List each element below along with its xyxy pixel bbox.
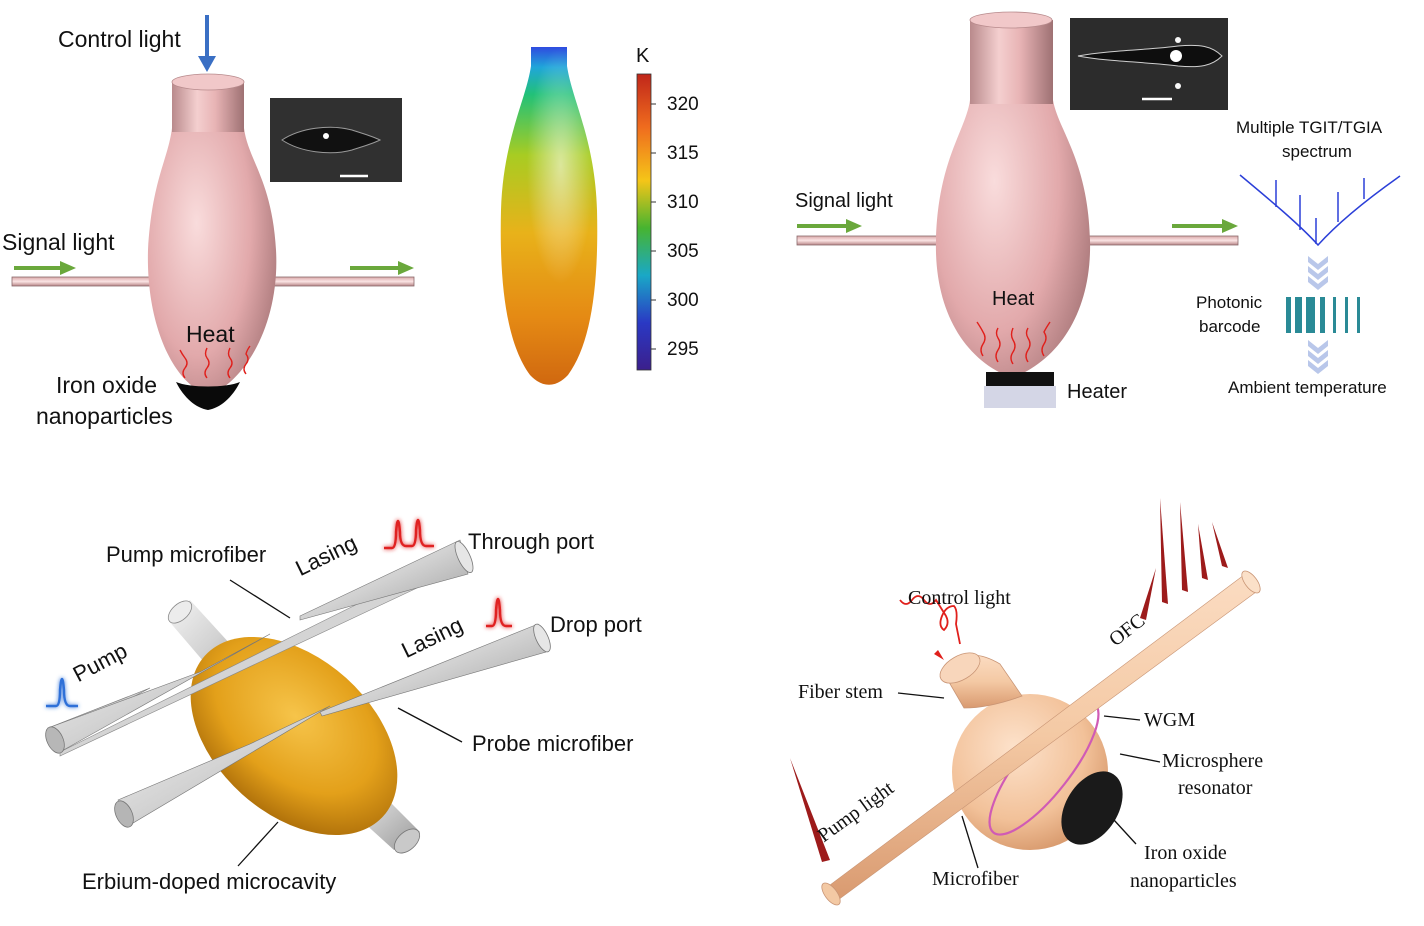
colorbar-tick: 320: [667, 94, 699, 115]
label-probe-microfiber: Probe microfiber: [472, 731, 634, 756]
chevron-down-icon: [1308, 256, 1328, 290]
label-nanoparticles-d-line1: Iron oxide: [1144, 842, 1227, 864]
ofc-comb: [1140, 498, 1228, 620]
label-drop-port: Drop port: [550, 612, 642, 637]
label-pump-microfiber: Pump microfiber: [106, 542, 267, 567]
callout-lines-c: [229, 579, 463, 867]
label-wgm: WGM: [1144, 709, 1196, 731]
label-spectrum-line2: spectrum: [1282, 142, 1352, 161]
control-light-wave: [899, 595, 961, 645]
spectrum-dips: [1275, 178, 1365, 244]
erbium-microcavity: [190, 636, 398, 836]
label-nanoparticles-d-line2: nanoparticles: [1130, 870, 1237, 892]
label-fiber-stem: Fiber stem: [798, 681, 883, 703]
lasing-pulse-top: [384, 518, 434, 550]
label-microsphere-line2: resonator: [1178, 777, 1253, 799]
heater-block: [984, 386, 1056, 408]
panel-a: [11, 15, 656, 410]
label-heater: Heater: [1067, 381, 1128, 403]
colorbar-tick: 300: [667, 290, 699, 311]
panel-d: [790, 498, 1261, 906]
colorbar-tick: 295: [667, 339, 699, 360]
lasing-pulse-bottom: [486, 597, 512, 628]
heater-top: [986, 372, 1054, 386]
label-ambient-temperature: Ambient temperature: [1228, 378, 1387, 397]
colorbar-unit: K: [636, 45, 650, 67]
label-nanoparticles-a-line2: nanoparticles: [36, 403, 173, 429]
bottle-resonator: [147, 82, 277, 396]
pump-spike: [790, 758, 830, 862]
label-signal-light-a: Signal light: [2, 229, 115, 255]
label-control-light-d: Control light: [908, 587, 1011, 609]
iron-oxide-nanoparticles: [1061, 771, 1123, 845]
heat-waves: [179, 345, 251, 379]
label-microfiber-d: Microfiber: [932, 868, 1019, 890]
label-heat-b: Heat: [992, 288, 1035, 310]
label-control-light-a: Control light: [58, 26, 181, 52]
signal-arrow-b-out: [1222, 219, 1238, 233]
heat-waves-b: [976, 321, 1051, 365]
signal-arrow-b-in: [846, 219, 862, 233]
label-barcode-line2: barcode: [1199, 317, 1261, 336]
pump-pulse: [46, 677, 78, 708]
label-through-port: Through port: [468, 529, 594, 554]
colorbar-tick: 305: [667, 241, 699, 262]
label-barcode-line1: Photonic: [1196, 293, 1263, 312]
label-signal-light-b: Signal light: [795, 190, 893, 212]
label-spectrum-line1: Multiple TGIT/TGIA: [1236, 118, 1383, 137]
label-microsphere-line1: Microsphere: [1162, 750, 1264, 772]
chevron-down-icon-2: [1308, 340, 1328, 374]
colorbar: [636, 73, 652, 371]
nanoparticle-cap: [176, 382, 240, 410]
panel-b: [796, 11, 1401, 408]
colorbar-tick: 310: [667, 192, 699, 213]
photonic-barcode: [1286, 297, 1360, 333]
colorbar-tick: 315: [667, 143, 699, 164]
callout-lines-d: [897, 692, 1161, 869]
label-nanoparticles-a-line1: Iron oxide: [56, 372, 158, 398]
bottle-resonator-b: [935, 20, 1091, 378]
panel-c: [45, 518, 551, 867]
label-erbium-microcavity: Erbium-doped microcavity: [82, 869, 337, 894]
label-heat-a: Heat: [186, 321, 235, 347]
spectrum-curve: [1239, 174, 1401, 247]
